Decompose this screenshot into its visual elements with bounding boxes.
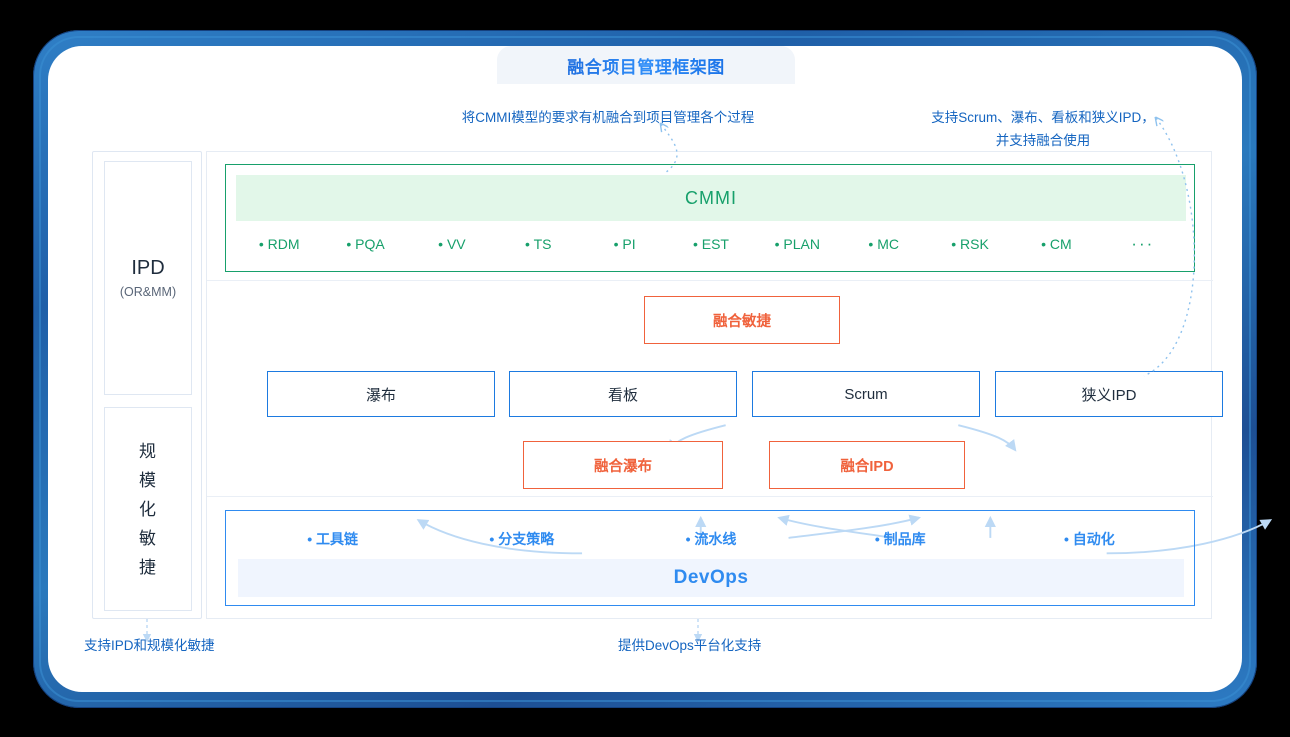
cmmi-header-label: CMMI	[685, 187, 737, 208]
diagram-content: 将CMMI模型的要求有机融合到项目管理各个过程 支持Scrum、瀑布、看板和狭义…	[48, 46, 1273, 692]
cmmi-header-bar: CMMI	[236, 175, 1186, 221]
rail-ipd-subtitle: (OR&MM)	[119, 285, 177, 299]
cmmi-item-pi[interactable]: • PI	[613, 236, 636, 252]
fusion-box-agile[interactable]: 融合敏捷	[644, 296, 840, 344]
main-panel: CMMI • RDM • PQA • VV • TS • PI • EST • …	[206, 151, 1273, 619]
page-title: 融合项目管理框架图	[567, 53, 725, 78]
cmmi-item-rdm[interactable]: • RDM	[258, 236, 300, 252]
left-rail: IPD (OR&MM) 规模化敏捷	[92, 151, 202, 619]
devops-bar-label: DevOps	[673, 567, 749, 588]
rail-scaled-agile-label: 规模化敏捷	[139, 441, 157, 577]
fusion-waterfall-label: 融合瀑布	[594, 458, 652, 475]
devops-section[interactable]: • 工具链 • 分支策略 • 流水线 • 制品库 • 自动化 DevOps	[225, 510, 1195, 606]
cmmi-item-vv[interactable]: • VV	[438, 236, 466, 252]
rail-box-scaled-agile[interactable]: 规模化敏捷	[104, 407, 192, 611]
caption-right: 提供DevOps平台化支持	[618, 638, 762, 653]
devops-item-automation[interactable]: • 自动化	[1064, 531, 1115, 547]
panel-divider-top	[207, 280, 1213, 281]
cmmi-item-pqa[interactable]: • PQA	[346, 236, 385, 252]
fusion-agile-label: 融合敏捷	[713, 313, 771, 330]
cmmi-item-ts[interactable]: • TS	[525, 236, 552, 252]
method-box-waterfall[interactable]: 瀑布	[267, 371, 495, 417]
fusion-box-waterfall[interactable]: 融合瀑布	[523, 441, 723, 489]
devops-item-toolchain[interactable]: • 工具链	[307, 531, 358, 547]
method-waterfall-label: 瀑布	[365, 386, 396, 404]
devops-bar: DevOps	[238, 559, 1184, 597]
cmmi-section[interactable]: CMMI • RDM • PQA • VV • TS • PI • EST • …	[225, 164, 1195, 272]
method-kanban-label: 看板	[607, 386, 638, 404]
devops-item-branching[interactable]: • 分支策略	[489, 531, 555, 547]
devops-item-pipeline[interactable]: • 流水线	[685, 531, 737, 547]
annotation-methods: 支持Scrum、瀑布、看板和狭义IPD， 并支持融合使用	[931, 110, 1155, 148]
cmmi-item-plan[interactable]: • PLAN	[774, 236, 821, 252]
method-narrow-ipd-label: 狭义IPD	[1081, 386, 1137, 404]
diagram-card: 将CMMI模型的要求有机融合到项目管理各个过程 支持Scrum、瀑布、看板和狭义…	[48, 46, 1273, 692]
devops-item-artifact-repo[interactable]: • 制品库	[874, 531, 926, 547]
method-box-kanban[interactable]: 看板	[509, 371, 737, 417]
caption-left: 支持IPD和规模化敏捷	[84, 638, 215, 653]
title-tab: 融合项目管理框架图	[497, 46, 795, 84]
rail-box-ipd[interactable]: IPD (OR&MM)	[104, 161, 192, 395]
cmmi-item-mc[interactable]: • MC	[868, 236, 899, 252]
cmmi-item-est[interactable]: • EST	[692, 236, 729, 252]
devops-item-list: • 工具链 • 分支策略 • 流水线 • 制品库 • 自动化	[238, 521, 1184, 557]
cmmi-item-list: • RDM • PQA • VV • TS • PI • EST • PLAN …	[236, 227, 1186, 261]
rail-ipd-title: IPD	[131, 257, 165, 279]
fusion-box-ipd[interactable]: 融合IPD	[769, 441, 965, 489]
fusion-ipd-label: 融合IPD	[840, 458, 894, 475]
panel-divider-bottom	[207, 496, 1213, 497]
cmmi-item-more[interactable]: ···	[1131, 234, 1155, 253]
cmmi-item-cm[interactable]: • CM	[1041, 236, 1072, 252]
method-box-narrow-ipd[interactable]: 狭义IPD	[995, 371, 1223, 417]
annotation-cmmi: 将CMMI模型的要求有机融合到项目管理各个过程	[461, 110, 755, 125]
cmmi-item-rsk[interactable]: • RSK	[951, 236, 989, 252]
method-box-scrum[interactable]: Scrum	[752, 371, 980, 417]
method-scrum-label: Scrum	[844, 385, 888, 403]
